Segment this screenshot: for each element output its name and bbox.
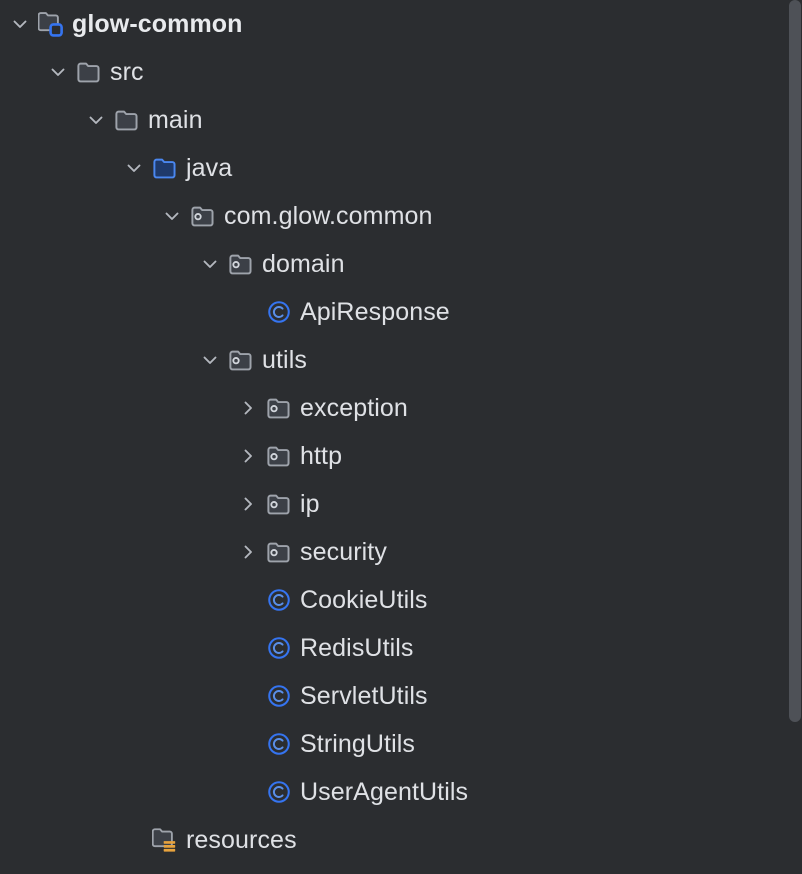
chevron-down-icon[interactable]: [159, 203, 185, 229]
chevron-right-icon[interactable]: [235, 443, 261, 469]
package-icon: [227, 346, 255, 374]
package-icon: [227, 250, 255, 278]
tree-row-CookieUtils[interactable]: CookieUtils: [0, 576, 802, 624]
chevron-down-icon[interactable]: [83, 107, 109, 133]
tree-row-ServletUtils[interactable]: ServletUtils: [0, 672, 802, 720]
tree-row-src[interactable]: src: [0, 48, 802, 96]
tree-row-label: CookieUtils: [300, 586, 428, 614]
tree-row-RedisUtils[interactable]: RedisUtils: [0, 624, 802, 672]
chevron-down-icon[interactable]: [45, 59, 71, 85]
module-folder-icon: [37, 10, 65, 38]
tree-row-label: utils: [262, 346, 307, 374]
tree-row-label: domain: [262, 250, 345, 278]
java-class-icon: [265, 634, 293, 662]
chevron-right-icon[interactable]: [235, 491, 261, 517]
tree-row-label: ServletUtils: [300, 682, 428, 710]
package-icon: [265, 442, 293, 470]
chevron-down-icon[interactable]: [197, 347, 223, 373]
java-class-icon: [265, 778, 293, 806]
chevron-right-icon[interactable]: [235, 539, 261, 565]
tree-row-label: resources: [186, 826, 297, 854]
vertical-scrollbar-thumb[interactable]: [789, 0, 801, 722]
source-root-folder-icon: [151, 154, 179, 182]
tree-row-label: exception: [300, 394, 408, 422]
tree-row-exception[interactable]: exception: [0, 384, 802, 432]
tree-row-label: StringUtils: [300, 730, 416, 758]
java-class-icon: [265, 586, 293, 614]
tree-row-UserAgentUtils[interactable]: UserAgentUtils: [0, 768, 802, 816]
tree-row-resources[interactable]: resources: [0, 816, 802, 864]
java-class-icon: [265, 730, 293, 758]
tree-row-label: UserAgentUtils: [300, 778, 469, 806]
package-icon: [265, 394, 293, 422]
package-icon: [265, 538, 293, 566]
tree-row-com.glow.common[interactable]: com.glow.common: [0, 192, 802, 240]
resource-root-folder-icon: [151, 826, 179, 854]
folder-icon: [75, 58, 103, 86]
package-icon: [189, 202, 217, 230]
tree-row-main[interactable]: main: [0, 96, 802, 144]
tree-row-ip[interactable]: ip: [0, 480, 802, 528]
tree-row-label: src: [110, 58, 144, 86]
chevron-down-icon[interactable]: [7, 11, 33, 37]
tree-row-label: main: [148, 106, 203, 134]
tree-row-label: security: [300, 538, 387, 566]
vertical-scrollbar-track[interactable]: [788, 0, 802, 874]
tree-row-http[interactable]: http: [0, 432, 802, 480]
tree-row-label: RedisUtils: [300, 634, 414, 662]
tree-row-label: java: [186, 154, 233, 182]
tree-row-label: http: [300, 442, 343, 470]
tree-row-label: com.glow.common: [224, 202, 433, 230]
tree-row-StringUtils[interactable]: StringUtils: [0, 720, 802, 768]
chevron-down-icon[interactable]: [197, 251, 223, 277]
package-icon: [265, 490, 293, 518]
java-class-icon: [265, 298, 293, 326]
chevron-down-icon[interactable]: [121, 155, 147, 181]
tree-row-utils[interactable]: utils: [0, 336, 802, 384]
tree-row-java[interactable]: java: [0, 144, 802, 192]
tree-row-label: glow-common: [72, 10, 243, 38]
tree-row-glow-common[interactable]: glow-common: [0, 0, 802, 48]
tree-row-ApiResponse[interactable]: ApiResponse: [0, 288, 802, 336]
folder-icon: [113, 106, 141, 134]
java-class-icon: [265, 682, 293, 710]
tree-row-domain[interactable]: domain: [0, 240, 802, 288]
tree-row-label: ApiResponse: [300, 298, 450, 326]
tree-row-security[interactable]: security: [0, 528, 802, 576]
tree-row-label: ip: [300, 490, 320, 518]
chevron-right-icon[interactable]: [235, 395, 261, 421]
